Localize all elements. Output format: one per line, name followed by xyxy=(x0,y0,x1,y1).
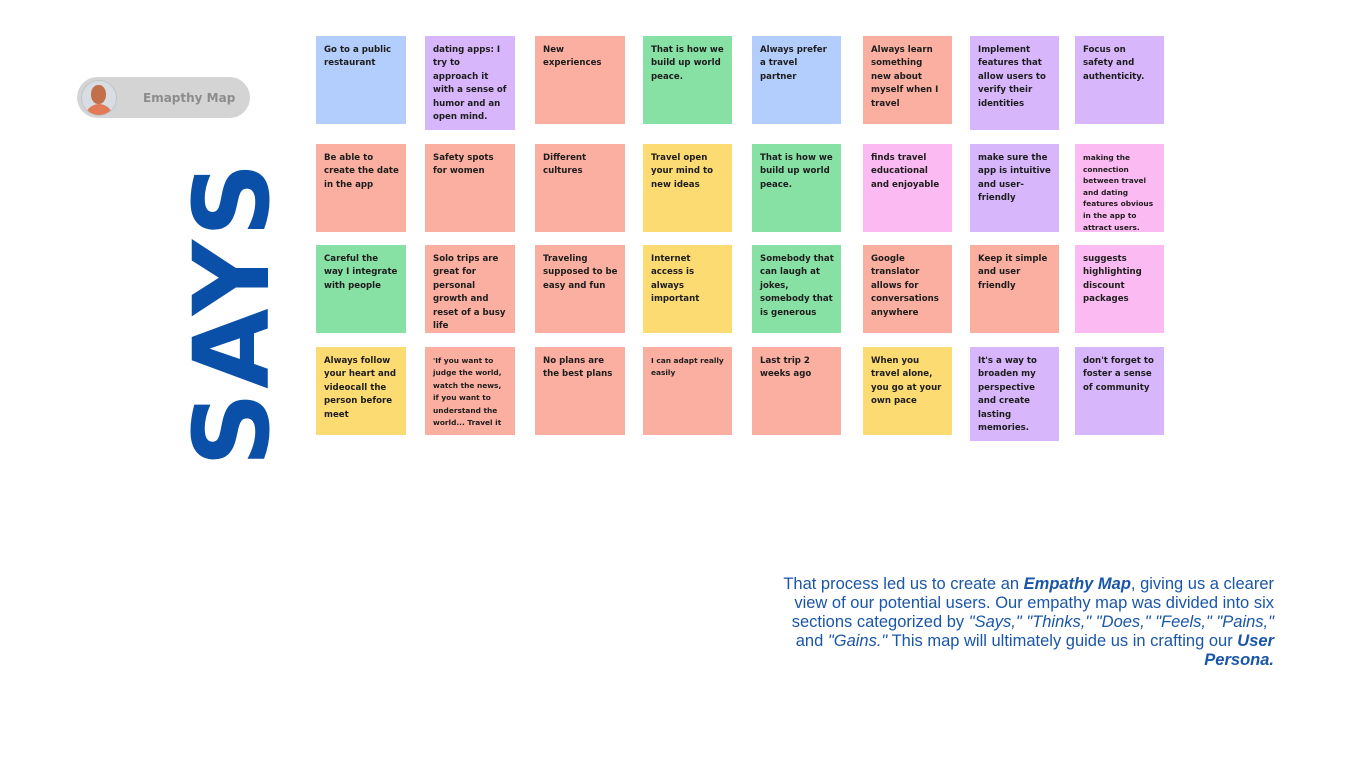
caption-text: and xyxy=(795,632,828,650)
sticky-note: Always prefer a travel partner xyxy=(752,36,841,124)
caption-italic: "Gains." xyxy=(827,632,888,650)
sticky-note: Google translator allows for conversatio… xyxy=(863,245,952,333)
sticky-note: dating apps: I try to approach it with a… xyxy=(425,36,515,130)
sticky-note: I can adapt really easily xyxy=(643,347,732,435)
sticky-note: New experiences xyxy=(535,36,625,124)
sticky-note: Implement features that allow users to v… xyxy=(970,36,1059,130)
person-avatar-icon xyxy=(81,79,117,116)
sticky-note: Traveling supposed to be easy and fun xyxy=(535,245,625,333)
sticky-note: Safety spots for women xyxy=(425,144,515,232)
sticky-note: Solo trips are great for personal growth… xyxy=(425,245,515,333)
sticky-note: Internet access is always important xyxy=(643,245,732,333)
sticky-note: making the connection between travel and… xyxy=(1075,144,1164,232)
sticky-note: Go to a public restaurant xyxy=(316,36,406,124)
sticky-note: When you travel alone, you go at your ow… xyxy=(863,347,952,435)
sticky-note: Somebody that can laugh at jokes, somebo… xyxy=(752,245,841,333)
sticky-note: Always learn something new about myself … xyxy=(863,36,952,124)
sticky-note: It's a way to broaden my perspective and… xyxy=(970,347,1059,441)
sticky-note: Be able to create the date in the app xyxy=(316,144,406,232)
sticky-note: Careful the way I integrate with people xyxy=(316,245,406,333)
sticky-note: Focus on safety and authenticity. xyxy=(1075,36,1164,124)
sticky-note: Last trip 2 weeks ago xyxy=(752,347,841,435)
sticky-note: finds travel educational and enjoyable xyxy=(863,144,952,232)
sticky-note: make sure the app is intuitive and user-… xyxy=(970,144,1059,232)
caption-emphasis: Empathy Map xyxy=(1023,575,1131,593)
sticky-note: don't forget to foster a sense of commun… xyxy=(1075,347,1164,435)
caption-italic: "Says," "Thinks," "Does," "Feels," "Pain… xyxy=(968,613,1274,631)
empathy-map-caption: That process led us to create an Empathy… xyxy=(774,575,1274,670)
sticky-note: That is how we build up world peace. xyxy=(643,36,732,124)
sticky-note: Always follow your heart and videocall t… xyxy=(316,347,406,435)
sticky-note: No plans are the best plans xyxy=(535,347,625,435)
section-title-says: SAYS xyxy=(171,159,293,467)
caption-emphasis: User Persona. xyxy=(1204,632,1274,669)
caption-text: This map will ultimately guide us in cra… xyxy=(887,632,1238,650)
caption-text: That process led us to create an xyxy=(783,575,1024,593)
empathy-map-badge: Emapthy Map xyxy=(77,77,250,118)
sticky-note: Keep it simple and user friendly xyxy=(970,245,1059,333)
caption-text: , giving us a clearer view of our potent… xyxy=(791,575,1274,631)
badge-label: Emapthy Map xyxy=(143,90,236,105)
sticky-note: suggests highlighting discount packages xyxy=(1075,245,1164,333)
sticky-note: Travel open your mind to new ideas xyxy=(643,144,732,232)
sticky-note: 'If you want to judge the world, watch t… xyxy=(425,347,515,435)
sticky-note: Different cultures xyxy=(535,144,625,232)
sticky-note: That is how we build up world peace. xyxy=(752,144,841,232)
